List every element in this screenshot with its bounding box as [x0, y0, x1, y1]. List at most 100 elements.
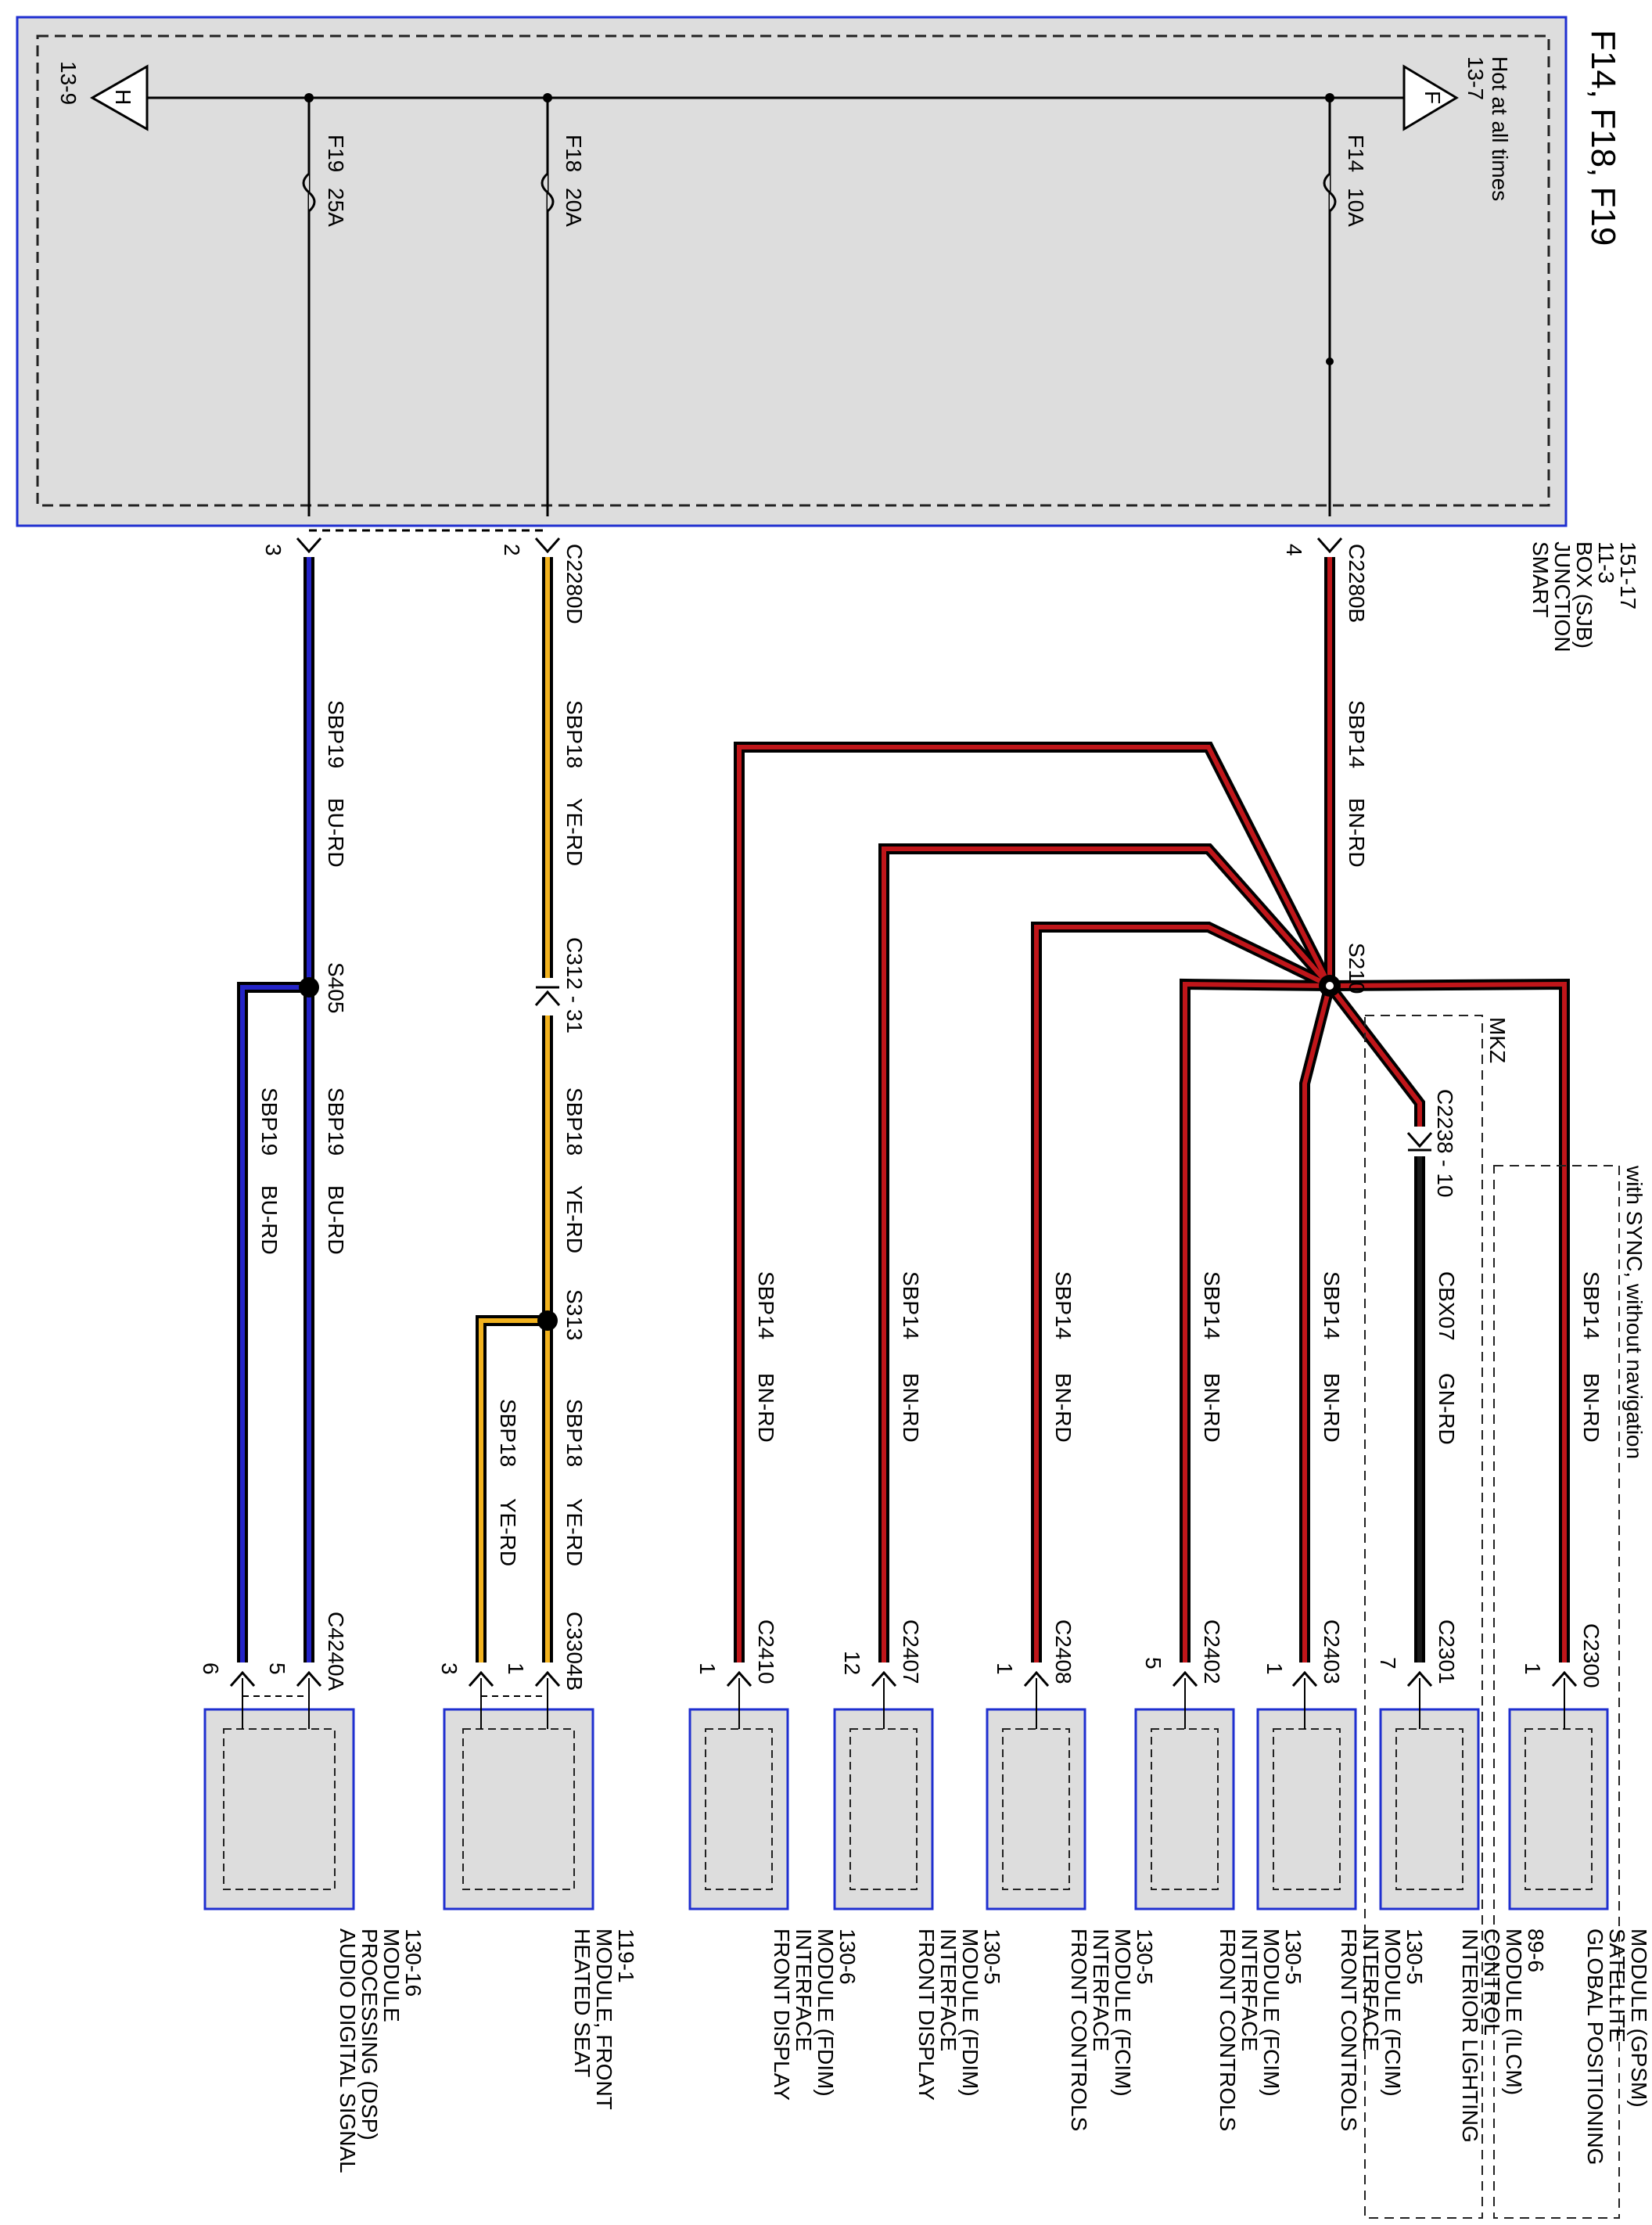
fuse-f19-icon: [302, 172, 316, 213]
wire-label-trunk-circuit: SBP14: [1345, 700, 1369, 768]
module-name-gpsm: GLOBAL POSITIONING SATELLITE MODULE (GPS…: [1583, 1928, 1652, 2171]
pin-c3304b-3: 3: [437, 1662, 461, 1675]
module-name-fcim-c2408: FRONT CONTROLS INTERFACE MODULE (FCIM) 1…: [1067, 1928, 1157, 2137]
pin-c2300: 1: [1521, 1662, 1545, 1675]
fuse-f14-id: F14: [1344, 135, 1368, 172]
module-name-fdim-c2407: FRONT DISPLAY INTERFACE MODULE (FDIM) 13…: [914, 1928, 1004, 2106]
module-name-fcim-c2403: FRONT CONTROLS INTERFACE MODULE (FCIM) 1…: [1337, 1928, 1427, 2137]
wire-label-c2407-circuit: SBP14: [899, 1271, 923, 1339]
wire-label-sbp18-b-color: YE-RD: [562, 1185, 587, 1253]
symbol-f: F: [1420, 91, 1445, 104]
sbp18-harness: [476, 557, 553, 1662]
connector-c2402: C2402: [1200, 1619, 1224, 1684]
pin-c2402: 5: [1141, 1657, 1165, 1670]
pin-c4240a-5: 5: [265, 1662, 289, 1675]
sjb-connector-c2280d: C2280D: [562, 544, 587, 624]
fuse-f14-rating: 10A: [1344, 188, 1368, 227]
c2238-label: C2238 - 10: [1433, 1089, 1457, 1198]
wire-label-sbp19-a-color: BU-RD: [324, 798, 348, 868]
wire-label-c2402-circuit: SBP14: [1200, 1271, 1224, 1339]
wire-label-c2403-circuit: SBP14: [1320, 1271, 1344, 1339]
pin-c3304b-1: 1: [504, 1662, 528, 1675]
connector-c4240a: C4240A: [324, 1612, 348, 1691]
fuse-f14-node: [1326, 358, 1334, 365]
diagram-title: F14, F18, F19: [1584, 30, 1622, 246]
module-fdim-c2410: [688, 1670, 789, 1910]
pin-c2403: 1: [1262, 1662, 1287, 1675]
wire-label-trunk-color: BN-RD: [1345, 798, 1369, 868]
wire-label-ilcm-circuit: CBX07: [1435, 1271, 1459, 1341]
splice-s405-node: [299, 977, 319, 997]
connector-arrow: [1316, 537, 1343, 554]
module-gpsm: [1508, 1670, 1609, 1910]
module-fdim-c2407: [833, 1670, 934, 1910]
wire-label-sbp19-c-circuit: SBP19: [257, 1087, 282, 1156]
wire-label-c2402-color: BN-RD: [1200, 1373, 1224, 1443]
wire-label-gpsm-color: BN-RD: [1579, 1373, 1604, 1443]
option-box-mkz: [1364, 1015, 1483, 2219]
module-name-fcim-c2402: FRONT CONTROLS INTERFACE MODULE (FCIM) 1…: [1216, 1928, 1305, 2137]
wire-label-sbp18-c-color: YE-RD: [562, 1498, 587, 1566]
option-label-sync: with SYNC, without navigation: [1622, 1165, 1647, 1459]
splice-s210: S210: [1345, 943, 1369, 994]
fuse-f14-icon: [1323, 172, 1337, 213]
symbol-h: H: [111, 89, 135, 105]
fuse-f19-rating: 25A: [324, 188, 348, 227]
pin-c2407: 12: [840, 1651, 864, 1675]
fuse-f19-id: F19: [324, 135, 348, 172]
module-heated-seat: [443, 1670, 594, 1910]
module-fcim-c2408: [986, 1670, 1086, 1910]
power-triangle-f: [1402, 64, 1459, 131]
connector-c2407: C2407: [899, 1619, 923, 1684]
module-fcim-c2403: [1256, 1670, 1357, 1910]
wire-label-c2408-color: BN-RD: [1051, 1373, 1076, 1443]
c312-label: C312 - 31: [562, 937, 587, 1033]
sbp14-harness: [734, 557, 1570, 1662]
ref-f: 13-7: [1463, 56, 1488, 100]
splice-s210-center: [1326, 982, 1334, 990]
ground-triangle-h: [89, 64, 149, 131]
wire-label-c2403-color: BN-RD: [1320, 1373, 1344, 1443]
ref-h: 13-9: [56, 61, 81, 105]
wire-label-ilcm-color: GN-RD: [1435, 1373, 1459, 1445]
wire-label-sbp18-d-color: YE-RD: [496, 1498, 520, 1566]
wire-label-sbp19-b-circuit: SBP19: [324, 1087, 348, 1156]
connector-c2301: C2301: [1435, 1619, 1459, 1684]
pin-c4240a-6: 6: [199, 1662, 223, 1675]
wire-label-sbp19-b-color: BU-RD: [324, 1185, 348, 1255]
fuse-f18-icon: [540, 172, 555, 213]
sjb-box: [16, 16, 1568, 527]
pin-c2410: 1: [695, 1662, 720, 1675]
sjb-name: SMART JUNCTION BOX (SJB) 11-3 151-17: [1528, 541, 1640, 658]
fuse-f18-id: F18: [562, 135, 586, 172]
wire-label-sbp18-c-circuit: SBP18: [562, 1399, 587, 1467]
wire-label-sbp18-a-color: YE-RD: [562, 798, 587, 866]
module-ilcm: [1379, 1670, 1480, 1910]
pin-c2408: 1: [993, 1662, 1017, 1675]
wire-label-gpsm-circuit: SBP14: [1579, 1271, 1604, 1339]
fuse-f18-rating: 20A: [562, 188, 586, 227]
sjb-pin-3: 3: [261, 544, 286, 556]
wire-label-c2410-circuit: SBP14: [754, 1271, 778, 1339]
module-fcim-c2402: [1134, 1670, 1235, 1910]
wire-label-sbp18-b-circuit: SBP18: [562, 1087, 587, 1156]
splice-s405: S405: [324, 962, 348, 1013]
pin-c2301: 7: [1376, 1657, 1400, 1670]
hot-label: Hot at all times: [1488, 56, 1512, 201]
option-box-sync: [1493, 1165, 1620, 2219]
module-name-ilcm: INTERIOR LIGHTING CONTROL MODULE (ILCM) …: [1458, 1928, 1548, 2149]
option-label-mkz: MKZ: [1485, 1017, 1510, 1063]
c2238-arrow: [1406, 1132, 1433, 1148]
sjb-connector-c2280b: C2280B: [1345, 544, 1369, 623]
wire-label-c2408-circuit: SBP14: [1051, 1271, 1076, 1339]
module-name-fdim-c2410: FRONT DISPLAY INTERFACE MODULE (FDIM) 13…: [770, 1928, 860, 2106]
module-name-dsp: AUDIO DIGITAL SIGNAL PROCESSING (DSP) MO…: [336, 1928, 426, 2178]
connector-c2300: C2300: [1579, 1623, 1604, 1688]
splice-s313-node: [537, 1310, 558, 1331]
sjb-pin-2: 2: [500, 544, 524, 556]
c312-arrow: [534, 990, 561, 1006]
wire-label-c2407-color: BN-RD: [899, 1373, 923, 1443]
connector-c2403: C2403: [1320, 1619, 1344, 1684]
sjb-inner-dashed: [36, 34, 1550, 507]
